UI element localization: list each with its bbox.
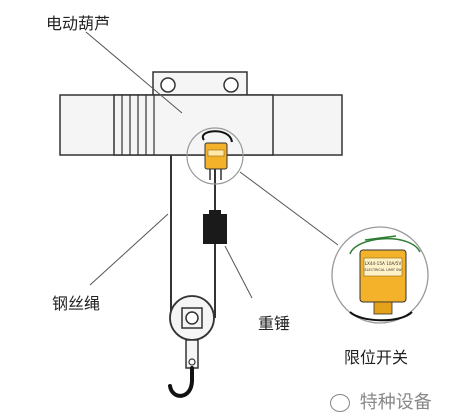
label-wire-rope: 钢丝绳 xyxy=(52,294,101,313)
watermark-logo-icon xyxy=(330,394,350,412)
hook xyxy=(168,366,194,398)
heavy-weight xyxy=(203,210,227,244)
limit-switch-enlarged: LX44-15A 10A/5V ELECTRICAL LIMIT SW xyxy=(331,226,429,324)
pulley-block xyxy=(169,295,215,369)
watermark-text: 特种设备 xyxy=(359,392,432,413)
label-heavy-weight: 重锤 xyxy=(258,314,291,333)
label-electric-hoist: 电动葫芦 xyxy=(46,14,111,33)
hoist-body xyxy=(59,94,343,156)
zoom-circle-small xyxy=(186,127,244,185)
leader-lines xyxy=(85,31,339,299)
limit-switch-small xyxy=(201,130,233,180)
watermark: 特种设备 xyxy=(330,388,432,414)
label-limit-switch: 限位开关 xyxy=(344,348,409,367)
switch-plate-line1: LX44-15A 10A/5V xyxy=(365,261,402,266)
hoist-top-lug xyxy=(152,71,248,99)
switch-plate-line2: ELECTRICAL LIMIT SW xyxy=(364,268,402,272)
